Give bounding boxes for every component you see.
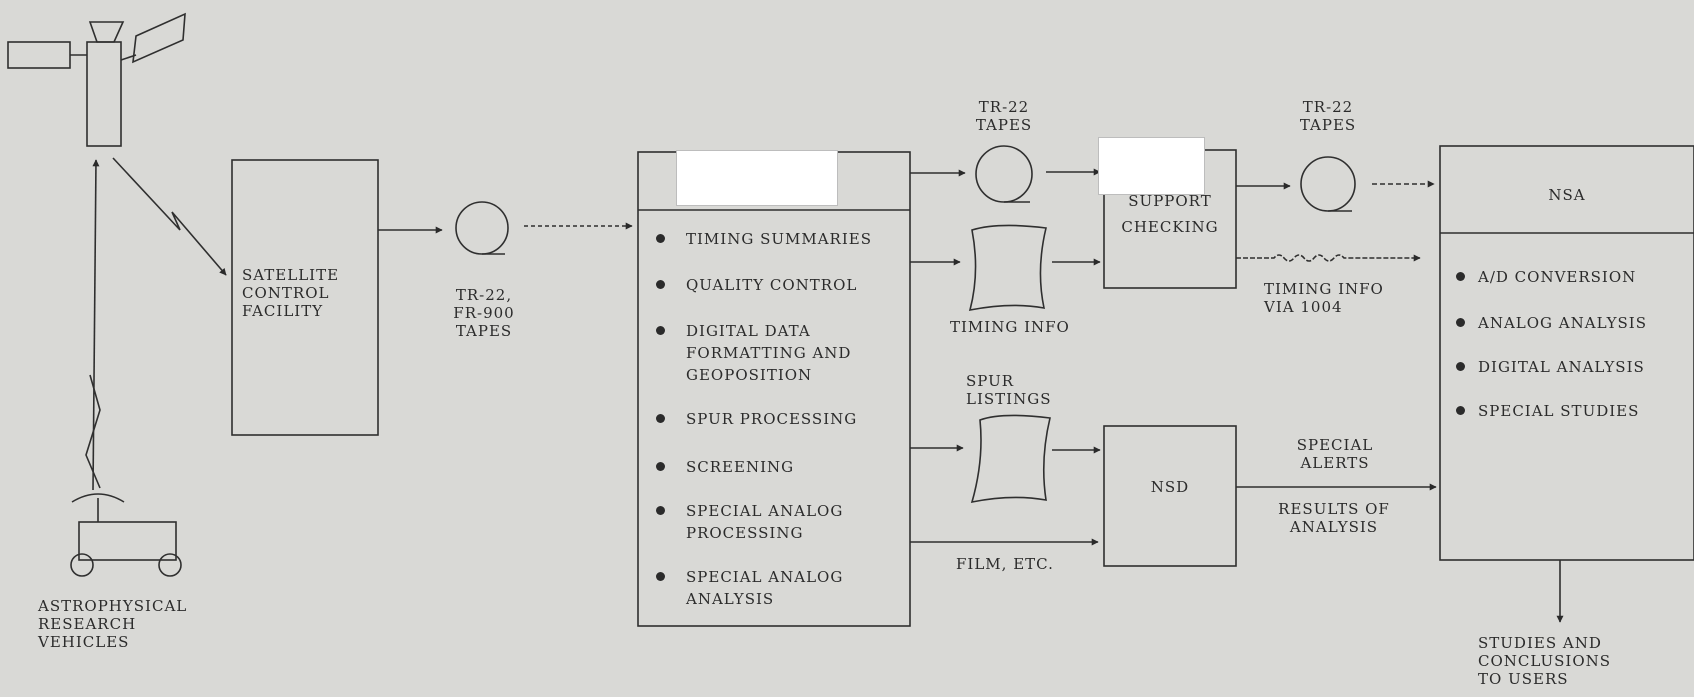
nsd-box — [1103, 425, 1237, 567]
list-item: ANALOG ANALYSIS — [1478, 314, 1647, 332]
list-item: A/D CONVERSION — [1478, 268, 1637, 286]
list-item: QUALITY CONTROL — [686, 276, 858, 294]
timing-info-label: TIMING INFO — [950, 318, 1070, 336]
tape-reel-1-icon — [455, 201, 509, 255]
list-item: SPECIAL STUDIES — [1478, 402, 1640, 420]
spur-listings-document-icon — [970, 414, 1051, 504]
tape-reel-2-icon — [975, 145, 1033, 203]
timing-wave-link — [1236, 254, 1421, 262]
list-item: SPUR PROCESSING — [686, 410, 858, 428]
uplink-arrow — [92, 159, 100, 491]
tape-reel-3-icon — [1300, 156, 1356, 212]
satellite-icon — [7, 12, 186, 147]
nsa-box — [1439, 145, 1694, 561]
film-label: FILM, ETC. — [956, 555, 1054, 573]
lightning-link — [85, 374, 101, 489]
nsa-title: NSA — [1548, 186, 1586, 204]
list-item: SCREENING — [686, 458, 795, 476]
redacted-support-title — [1098, 137, 1205, 195]
nsd-label: NSD — [1150, 478, 1190, 496]
processing-box — [637, 151, 911, 627]
timing-info-document-icon — [968, 224, 1047, 312]
downlink-lightning — [112, 157, 227, 276]
list-item: TIMING SUMMARIES — [686, 230, 873, 248]
redacted-processing-title — [676, 150, 838, 206]
research-vehicle-icon — [70, 493, 182, 577]
satellite-control-box — [231, 159, 379, 436]
list-item: DIGITAL ANALYSIS — [1478, 358, 1645, 376]
